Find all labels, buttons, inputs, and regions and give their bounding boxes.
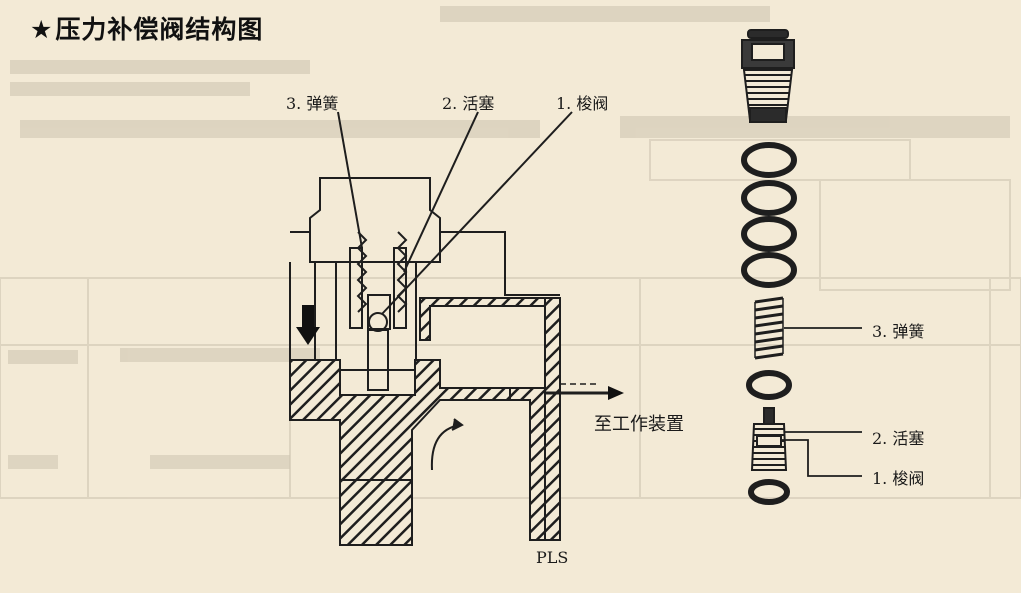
callout-spring-section: 3. 弹簧	[286, 94, 339, 113]
exploded-leader-lines	[782, 327, 862, 477]
exploded-parts	[741, 29, 797, 505]
down-flow-arrow	[296, 305, 320, 345]
callout-piston-section: 2. 活塞	[442, 94, 495, 113]
work-device-arrow	[545, 383, 624, 400]
callout-spring-exploded: 3. 弹簧	[872, 322, 925, 341]
star-icon: ★	[30, 15, 54, 44]
spring-coils-section	[356, 231, 408, 313]
pls-port-label: PLS	[536, 548, 569, 567]
exploded-spring	[754, 296, 784, 360]
o-ring-1	[741, 142, 797, 178]
callout-shuttle-valve-exploded: 1. 梭阀	[872, 469, 925, 488]
section-leader-lines	[337, 111, 573, 315]
o-ring-3	[741, 216, 797, 252]
title-text: 压力补偿阀结构图	[55, 15, 264, 44]
diagram-title: ★压力补偿阀结构图	[30, 10, 263, 46]
hatched-housing	[289, 297, 561, 546]
to-work-device-label: 至工作装置	[594, 414, 684, 435]
o-ring-4	[741, 252, 797, 288]
o-ring-2	[741, 180, 797, 216]
valve-bore	[335, 261, 417, 371]
bottom-ring	[748, 479, 790, 505]
exploded-piston-valve	[750, 407, 788, 471]
washer-ring	[746, 370, 792, 400]
valve-cap-outline	[309, 177, 441, 263]
spool-stem	[367, 329, 389, 391]
callout-piston-exploded: 2. 活塞	[872, 429, 925, 448]
exploded-cap	[741, 29, 795, 123]
flow-arrow-curve	[430, 424, 461, 471]
callout-shuttle-valve-section: 1. 梭阀	[556, 94, 609, 113]
housing-outline	[440, 231, 560, 296]
